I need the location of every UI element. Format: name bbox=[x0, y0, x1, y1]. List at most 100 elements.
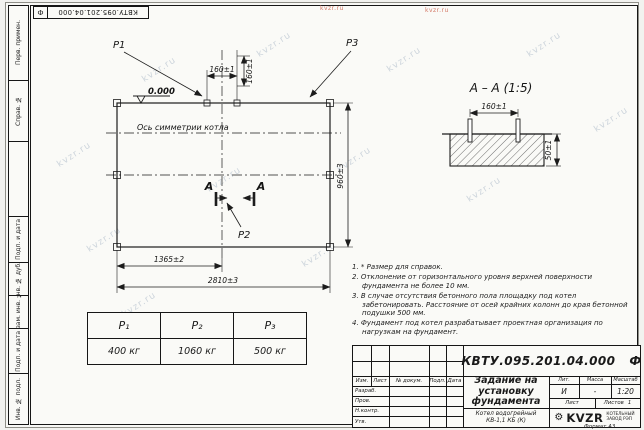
col-header-docnum: № докум. bbox=[395, 378, 423, 384]
load-table-value: 1060 кг bbox=[160, 338, 234, 365]
margin-cell: Инв. № дубл. bbox=[9, 263, 28, 296]
margin-cell-label: Справ. № bbox=[15, 96, 22, 126]
sheets-cell: Листов 1 bbox=[595, 398, 640, 408]
elevation-label: 0.000 bbox=[148, 87, 175, 97]
document-number: КВТУ.095.201.04.000 bbox=[461, 354, 616, 368]
margin-cell: Перв. примен. bbox=[9, 6, 28, 81]
load-table: Р₁ Р₂ Р₃ 400 кг 1060 кг 500 кг bbox=[87, 312, 307, 365]
foundation-plan bbox=[106, 50, 341, 260]
note-line: 1. * Размер для справок. bbox=[352, 263, 443, 271]
title-block-line bbox=[611, 376, 612, 398]
title-block: КВТУ.095.201.04.000 Ф Изм. Лист № докум.… bbox=[352, 345, 641, 428]
company-cell: ⚙ KVZR КОТЕЛЬНЫЙ ЗАВОД РЭП bbox=[549, 408, 640, 427]
margin-cell-label: Инв. № дубл. bbox=[15, 263, 22, 296]
margin-cell: Инв. № подл. bbox=[9, 374, 28, 424]
row-label-prov: Пров. bbox=[355, 398, 371, 404]
dim-960: 960±3 bbox=[336, 163, 345, 189]
plan-labels: Р1 Р3 Р2 0.000 Ось симметрии котла 160±1… bbox=[113, 38, 358, 285]
load-table-value: 500 кг bbox=[233, 338, 307, 365]
sheets-label: Листов bbox=[603, 400, 624, 406]
load-table-header: Р₃ bbox=[233, 312, 307, 339]
scale-value: 1:20 bbox=[617, 386, 634, 396]
margin-cell-label: Подп. и дата bbox=[15, 330, 22, 372]
margin-cell-label: Подп. и дата bbox=[15, 219, 22, 260]
product-name: Котел водогрейный КВ-1,1 КБ (К) bbox=[475, 410, 537, 424]
row-label-utv: Утв. bbox=[355, 418, 367, 425]
title-block-line bbox=[353, 396, 463, 397]
section-letter-left: А bbox=[204, 180, 214, 193]
p2-label: Р2 bbox=[238, 230, 250, 241]
row-label-razrab: Разраб. bbox=[355, 388, 377, 394]
dim-bolts-160: 160±1 bbox=[481, 102, 506, 111]
document-number-cell: КВТУ.095.201.04.000 Ф bbox=[461, 346, 642, 376]
sheets-value: 1 bbox=[627, 400, 632, 406]
title-block-line bbox=[549, 384, 640, 385]
load-table-header: Р₁ bbox=[87, 312, 161, 339]
margin-cell: Справ. № bbox=[9, 81, 28, 142]
title-block-line bbox=[371, 346, 372, 386]
margin-cell bbox=[9, 142, 28, 217]
title-block-line bbox=[353, 416, 463, 417]
document-number-suffix: Ф bbox=[629, 354, 642, 368]
note-line: 3. В случае отсутствия бетонного пола пл… bbox=[352, 291, 628, 318]
margin-cell-label: Инв. № подл. bbox=[15, 377, 22, 421]
lit-value: И bbox=[561, 386, 567, 396]
load-point-leaders bbox=[123, 50, 352, 228]
title-block-line bbox=[595, 398, 596, 408]
row-label-nkontr: Н.контр. bbox=[355, 408, 380, 414]
margin-cell-label: Взам. инв. № bbox=[15, 296, 22, 329]
col-header-list: Лист bbox=[373, 378, 387, 384]
title-block-line bbox=[549, 398, 640, 399]
title-block-line bbox=[353, 386, 463, 387]
title-block-line bbox=[353, 376, 640, 377]
plan-dimensions bbox=[116, 50, 353, 293]
section-view bbox=[442, 109, 561, 167]
note-line: 2. Отклонение от горизонтального уровня … bbox=[352, 272, 593, 290]
gear-logo-icon: ⚙ bbox=[554, 411, 564, 423]
boiler-axis-label: Ось симметрии котла bbox=[137, 123, 229, 132]
stamp-suffix: Ф bbox=[34, 7, 48, 18]
load-table-header-row: Р₁ Р₂ Р₃ bbox=[87, 312, 307, 339]
dim-1365: 1365±2 bbox=[154, 255, 184, 264]
mass-value: - bbox=[593, 386, 597, 396]
title-block-line bbox=[549, 376, 550, 427]
load-table-value-row: 400 кг 1060 кг 500 кг bbox=[87, 338, 307, 365]
p1-label: Р1 bbox=[113, 40, 125, 51]
dim-2810: 2810±3 bbox=[208, 276, 238, 285]
stamp-number: КВТУ.095.201.04.000 bbox=[58, 8, 138, 17]
dim-50: 50±1 bbox=[544, 140, 553, 161]
mass-label: Масса bbox=[586, 377, 604, 383]
section-labels: А – А (1:5) 160±1 50±1 bbox=[469, 81, 553, 160]
scale-label: Масштаб bbox=[613, 377, 638, 383]
load-table-value: 400 кг bbox=[87, 338, 161, 365]
section-letter-right: А bbox=[256, 180, 266, 193]
sheet-label: Лист bbox=[565, 400, 579, 406]
margin-cell: Подп. и дата bbox=[9, 329, 28, 374]
dim-160-vertical: 160±1 bbox=[245, 58, 254, 83]
dim-160-horizontal: 160±1 bbox=[209, 65, 234, 74]
company-name-line1: КОТЕЛЬНЫЙ bbox=[606, 411, 635, 417]
title-block-line bbox=[353, 361, 463, 362]
corner-document-stamp: КВТУ.095.201.04.000 Ф bbox=[33, 6, 149, 19]
title-block-line bbox=[463, 346, 464, 427]
document-title: Задание на установку фундамента bbox=[471, 375, 541, 408]
section-title: А – А (1:5) bbox=[469, 81, 533, 95]
technical-notes: 1. * Размер для справок. 2. Отклонение о… bbox=[352, 263, 634, 338]
company-logo-text: KVZR bbox=[566, 410, 604, 425]
col-header-izm: Изм. bbox=[355, 378, 369, 384]
lit-label: Лит. bbox=[558, 377, 570, 383]
format-label: Формат А3 bbox=[584, 424, 616, 430]
title-block-line bbox=[353, 406, 463, 407]
left-margin-column: Перв. примен. Справ. № Подп. и дата Инв.… bbox=[8, 5, 29, 425]
p3-label: Р3 bbox=[346, 38, 358, 49]
note-line: 4. Фундамент под котел разрабатывает про… bbox=[352, 319, 603, 337]
col-header-podp: Подп. bbox=[429, 378, 446, 384]
margin-cell-label: Перв. примен. bbox=[15, 20, 22, 66]
col-header-data: Дата bbox=[447, 378, 462, 384]
load-table-header: Р₂ bbox=[160, 312, 234, 339]
title-block-line bbox=[579, 376, 580, 398]
margin-cell: Взам. инв. № bbox=[9, 296, 28, 329]
margin-cell: Подп. и дата bbox=[9, 217, 28, 263]
